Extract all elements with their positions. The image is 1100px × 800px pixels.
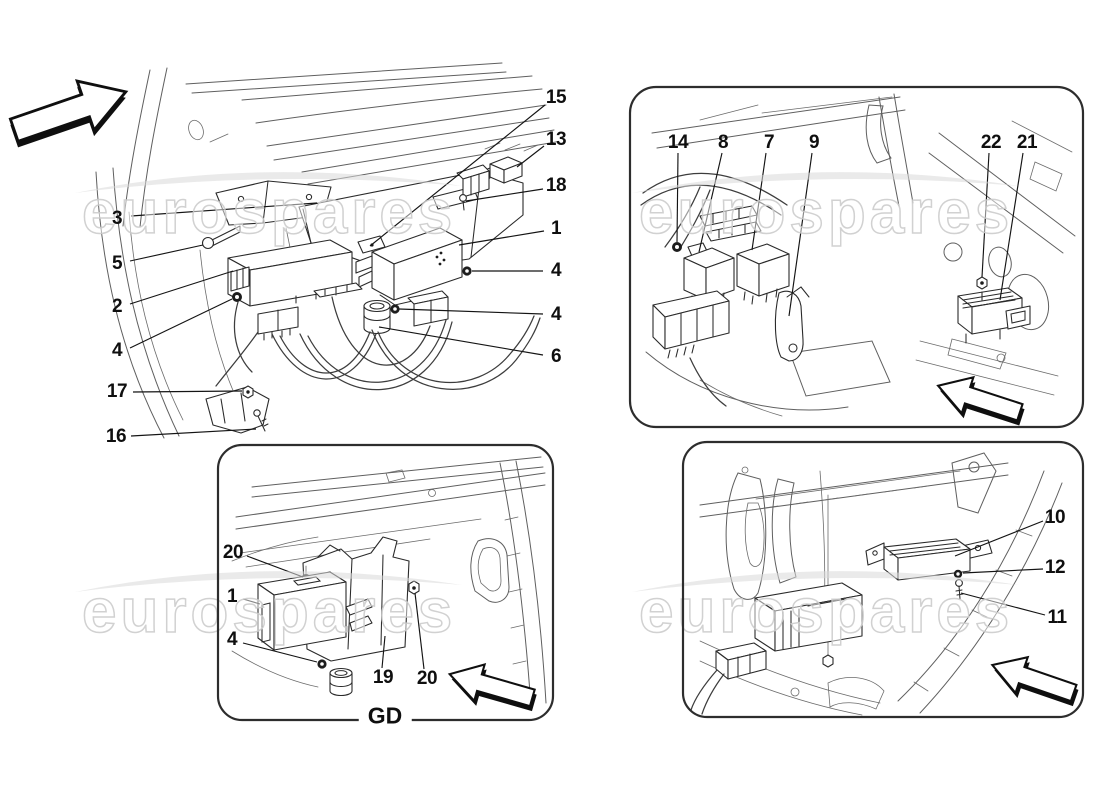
callout-10: 10 — [1044, 507, 1066, 528]
leader-line-4 — [242, 642, 318, 663]
leader-line-4 — [398, 308, 544, 315]
leader-line-12 — [962, 568, 1044, 574]
callout-14: 14 — [667, 132, 689, 153]
leader-line-4 — [129, 298, 233, 349]
callout-7: 7 — [763, 132, 775, 153]
callout-18: 18 — [545, 175, 567, 196]
callout-22: 22 — [980, 132, 1002, 153]
leader-line-6 — [378, 326, 544, 356]
panel-border-rear-detail — [681, 440, 1085, 719]
leader-line-5 — [129, 244, 204, 262]
detail-tag-gd: GD — [358, 703, 412, 729]
leader-line-1 — [458, 230, 545, 246]
callout-15: 15 — [545, 87, 567, 108]
callout-2: 2 — [111, 296, 123, 317]
callout-9: 9 — [808, 132, 820, 153]
callout-3: 3 — [111, 208, 123, 229]
leader-line-10 — [954, 520, 1044, 557]
callout-17: 17 — [106, 381, 128, 402]
callout-13: 13 — [545, 129, 567, 150]
panel-border-rear-main — [628, 85, 1085, 429]
callout-11: 11 — [1047, 607, 1067, 628]
callout-6: 6 — [550, 346, 562, 367]
callout-1: 1 — [550, 218, 562, 239]
callout-4: 4 — [226, 629, 238, 650]
leader-line-2 — [129, 270, 234, 305]
callout-20: 20 — [222, 542, 244, 563]
callout-1: 1 — [226, 586, 238, 607]
callout-19: 19 — [372, 667, 394, 688]
callout-21: 21 — [1016, 132, 1038, 153]
leader-line-13 — [516, 145, 545, 168]
callout-4: 4 — [550, 304, 562, 325]
callout-20: 20 — [416, 668, 438, 689]
leader-line-16 — [130, 428, 257, 437]
leader-line-17 — [132, 390, 243, 393]
callout-5: 5 — [111, 253, 123, 274]
callout-8: 8 — [717, 132, 729, 153]
callout-4: 4 — [111, 340, 123, 361]
callout-16: 16 — [105, 426, 127, 447]
leader-line-18 — [465, 188, 544, 202]
callout-12: 12 — [1044, 557, 1066, 578]
callout-4: 4 — [550, 260, 562, 281]
